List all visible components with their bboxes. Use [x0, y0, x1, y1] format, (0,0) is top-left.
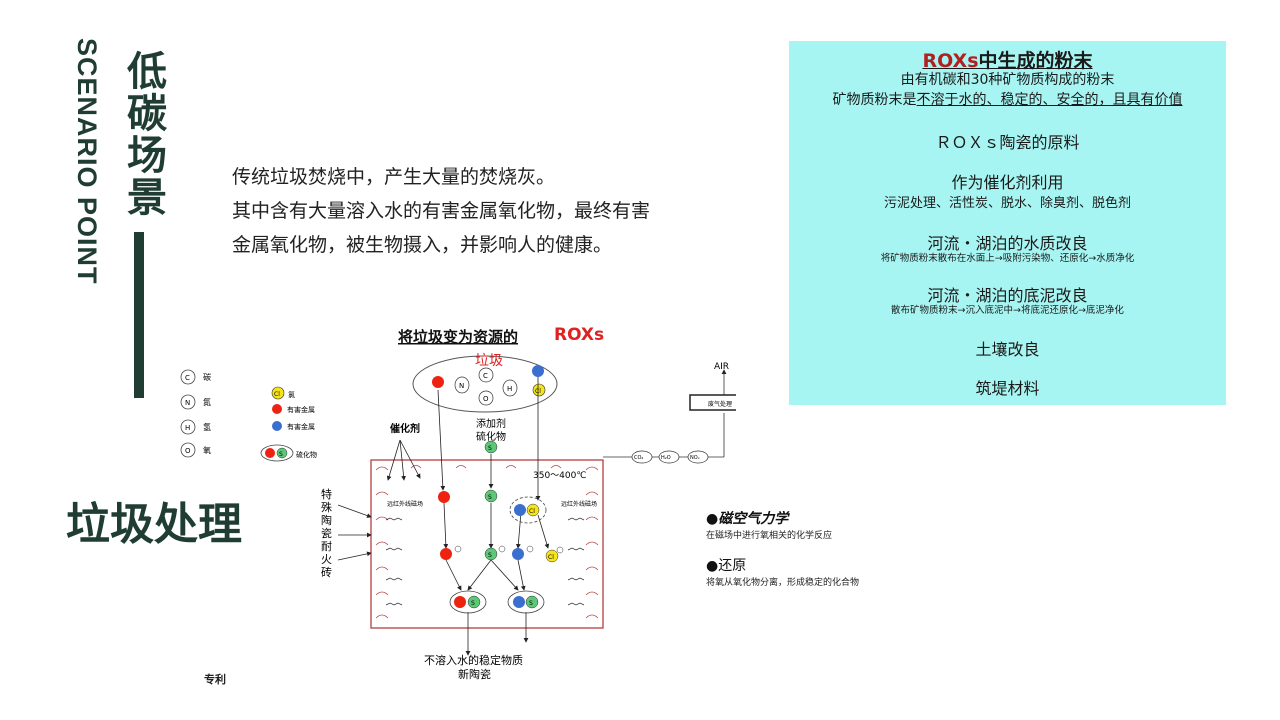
svg-text:S: S [488, 552, 492, 559]
red-metal-particle [438, 491, 450, 503]
furnace-bricks [375, 465, 599, 619]
svg-text:C: C [483, 372, 488, 380]
wall-arrows [337, 504, 372, 561]
vertical-english-title: SCENARIO POINT [72, 38, 102, 285]
note-heading-magnetic: ●磁空气力学 [706, 511, 789, 527]
catalyst-heading: 作为催化剂利用 [951, 173, 1064, 192]
svg-text:有害金属: 有害金属 [287, 422, 315, 431]
svg-text:Cl: Cl [548, 554, 554, 561]
air-label: AIR [714, 362, 729, 372]
embankment-heading: 筑堤材料 [975, 379, 1040, 398]
intro-line: 其中含有大量溶入水的有害金属氧化物，最终有害 [232, 200, 651, 222]
title-accent-bar [134, 232, 144, 398]
red-sulfide-compound [449, 590, 487, 614]
refractory-brick-text: 特殊陶瓷耐火砖 [321, 487, 332, 579]
svg-text:S: S [488, 494, 492, 501]
diagram-brand: ROXs [554, 325, 604, 345]
metal-chloride-group [509, 496, 547, 524]
sludge-heading: 河流・湖泊的底泥改良 [927, 286, 1088, 305]
water-sub: 将矿物质粉末散布在水面上→吸附污染物、还原化→水质净化 [880, 253, 1135, 264]
roxs-powder-info-box: ROXs中生成的粉末 由有机碳和30种矿物质构成的粉末 矿物质粉末是不溶于水的、… [789, 41, 1226, 405]
catalyst-arrows [386, 439, 421, 481]
intro-paragraph: 传统垃圾焚烧中，产生大量的焚烧灰。 其中含有大量溶入水的有害金属氧化物，最终有害… [232, 160, 732, 262]
far-ir-right: 远红外线磁场 [561, 500, 597, 508]
soil-heading: 土壤改良 [975, 340, 1040, 359]
intro-line: 金属氧化物，被生物摄入，并影响人的健康。 [232, 234, 613, 256]
raw-material-heading: ＲＯＸｓ陶瓷的原料 [935, 133, 1080, 152]
atom-legend: C 碳 N 氮 H 氢 O 氧 [180, 369, 211, 458]
svg-text:氯: 氯 [288, 390, 295, 399]
patent-label: 专利 [204, 673, 226, 686]
exhaust-treatment-label: 废气处理 [708, 400, 732, 408]
svg-text:C: C [185, 374, 190, 382]
sulfur-icon [484, 440, 498, 454]
svg-text:Cl: Cl [274, 391, 280, 398]
garbage-ellipse [412, 355, 558, 413]
exhaust-gases: CO₂ H₂O NOₓ [631, 450, 709, 464]
far-ir-left: 远红外线磁场 [387, 500, 423, 508]
temperature-label: 350～400℃ [533, 471, 586, 481]
organic-molecule-icon: N C H O [454, 367, 518, 406]
svg-text:CO₂: CO₂ [634, 455, 643, 461]
sulfide-label: 硫化物 [476, 430, 506, 443]
garbage-label: 垃圾 [475, 353, 503, 369]
catalyst-label: 催化剂 [390, 422, 420, 435]
svg-text:氧: 氧 [203, 445, 211, 455]
additive-label: 添加剂 [476, 417, 506, 430]
svg-text:O: O [185, 447, 191, 455]
blue-sulfide-compound [507, 590, 545, 614]
chlorine-icon [532, 383, 546, 397]
info-line-1: 由有机碳和30种矿物质构成的粉末 [900, 72, 1115, 88]
refractory-brick-label: 特殊陶瓷耐火砖 [321, 487, 332, 579]
water-heading: 河流・湖泊的水质改良 [927, 234, 1088, 253]
note-text-reduction: 将氧从氧化物分离，形成稳定的化合物 [706, 578, 860, 588]
blue-metal-icon [532, 365, 544, 377]
chlorine-particle [545, 549, 559, 563]
output-label-2: 新陶瓷 [458, 667, 491, 680]
roxs-process-diagram: 将垃圾变为资源的 ROXs 垃圾 Cl N C H O C 碳 N 氮 H 氢 … [180, 325, 736, 680]
sulfur-particle [484, 489, 498, 503]
svg-text:N: N [459, 382, 464, 390]
svg-text:氮: 氮 [203, 397, 211, 407]
svg-text:S: S [279, 451, 283, 458]
svg-text:碳: 碳 [203, 372, 211, 382]
svg-text:H: H [185, 424, 190, 432]
intro-line: 传统垃圾焚烧中，产生大量的焚烧灰。 [232, 166, 556, 188]
side-notes: ●磁空气力学 在磁场中进行氧相关的化学反应 ●还原 将氧从氧化物分离，形成稳定的… [706, 508, 926, 602]
output-label-1: 不溶入水的稳定物质 [424, 653, 523, 667]
svg-text:NOₓ: NOₓ [690, 455, 700, 461]
sulfur-particle [484, 547, 498, 561]
red-metal-particle [440, 548, 452, 560]
exhaust-treatment-box [689, 394, 736, 411]
field-waves [385, 517, 585, 606]
svg-text:S: S [488, 445, 492, 452]
diagram-title: 将垃圾变为资源的 [398, 328, 518, 346]
svg-text:硫化物: 硫化物 [296, 450, 317, 459]
blue-metal-particle [512, 548, 524, 560]
section-title: 垃圾处理 [66, 499, 242, 550]
note-text-magnetic: 在磁场中进行氧相关的化学反应 [706, 531, 833, 541]
svg-text:H₂O: H₂O [661, 455, 671, 461]
svg-text:O: O [483, 395, 489, 403]
substance-legend: Cl 氯 有害金属 有害金属 S 硫化物 [260, 386, 317, 462]
flow-arrows [437, 377, 550, 656]
svg-text:S: S [529, 600, 533, 607]
svg-text:有害金属: 有害金属 [287, 405, 315, 414]
furnace-box [370, 459, 604, 629]
svg-text:Cl: Cl [529, 508, 535, 515]
red-metal-icon [432, 376, 444, 388]
note-heading-reduction: ●还原 [706, 558, 747, 574]
sludge-sub: 散布矿物质粉末→沉入底泥中→将底泥还原化→底泥净化 [891, 305, 1124, 316]
info-line-2: 矿物质粉末是不溶于水的、稳定的、安全的，且具有价值 [832, 92, 1183, 108]
info-box-title: ROXs中生成的粉末 [922, 50, 1093, 72]
vertical-chinese-title: 低碳场景 [120, 50, 166, 218]
svg-text:H: H [507, 385, 512, 393]
catalyst-sub: 污泥处理、活性炭、脱水、除臭剂、脱色剂 [883, 196, 1131, 211]
exhaust-pipe [603, 369, 727, 458]
svg-text:N: N [185, 399, 190, 407]
svg-text:氢: 氢 [203, 422, 211, 432]
svg-text:S: S [471, 600, 475, 607]
